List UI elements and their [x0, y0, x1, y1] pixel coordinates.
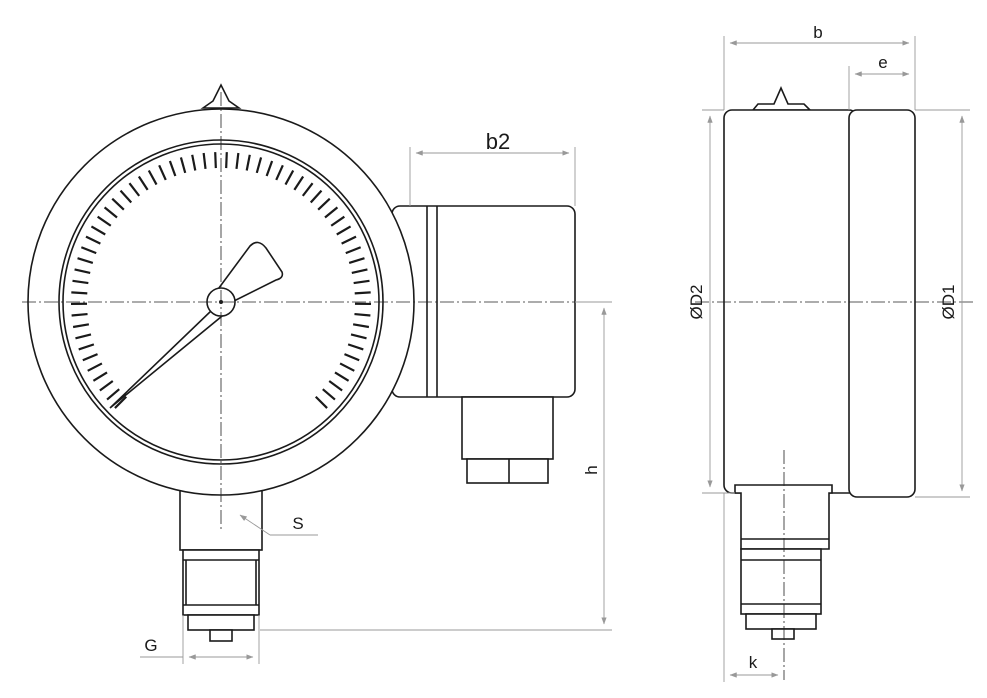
- process-connection: [179, 484, 263, 642]
- scale-tick: [119, 189, 133, 204]
- scale-tick: [82, 353, 98, 362]
- scale-tick: [339, 362, 355, 372]
- scale-tick: [75, 333, 92, 340]
- scale-tick: [80, 246, 97, 255]
- scale-tick: [92, 371, 108, 382]
- scale-tick: [158, 164, 167, 181]
- scale-tick: [147, 169, 158, 186]
- scale-tick: [114, 395, 128, 409]
- label-s: S: [292, 514, 303, 533]
- scale-tick: [322, 388, 336, 401]
- scale-tick: [347, 343, 364, 351]
- scale-tick: [103, 206, 118, 219]
- side-bezel-ring: [848, 109, 916, 498]
- scale-tick: [225, 152, 228, 169]
- scale-tick: [202, 152, 207, 170]
- scale-tick: [87, 362, 103, 372]
- scale-tick: [71, 291, 88, 295]
- scale-tick: [255, 157, 263, 174]
- label-b: b: [813, 23, 822, 42]
- scale-tick: [301, 182, 314, 197]
- scale-tick: [317, 197, 331, 211]
- side-vent-plug: [751, 86, 812, 111]
- scale-tick: [275, 164, 284, 181]
- scale-tick: [330, 215, 345, 227]
- scale-tick: [111, 197, 125, 211]
- dimension-g: G: [140, 615, 260, 664]
- dimension-b: b: [723, 23, 916, 110]
- gauge-pointer: [109, 241, 284, 409]
- scale-tick: [168, 160, 177, 177]
- scale-tick: [309, 189, 323, 204]
- side-process-connection: [734, 484, 833, 640]
- scale-tick: [314, 395, 328, 409]
- scale-tick: [97, 215, 112, 227]
- dimension-d1: ØD1: [915, 109, 970, 498]
- scale-tick: [354, 312, 371, 317]
- label-d2: ØD2: [687, 285, 706, 320]
- dial-scale-ticks: [70, 152, 372, 409]
- scale-tick: [235, 152, 240, 170]
- scale-tick: [344, 353, 360, 362]
- scale-tick: [78, 343, 95, 351]
- label-b2: b2: [486, 129, 510, 154]
- scale-tick: [72, 279, 89, 285]
- side-view: [695, 86, 975, 680]
- label-d1: ØD1: [939, 285, 958, 320]
- label-k: k: [749, 653, 758, 672]
- scale-tick: [74, 268, 91, 274]
- scale-tick: [106, 388, 120, 401]
- junction-box: [391, 205, 576, 484]
- scale-tick: [72, 323, 90, 329]
- scale-tick: [128, 182, 141, 197]
- dimension-s: S: [239, 514, 318, 536]
- scale-tick: [137, 175, 149, 191]
- scale-tick: [324, 206, 339, 219]
- scale-tick: [345, 246, 362, 255]
- dimension-e: e: [848, 53, 910, 110]
- scale-tick: [328, 380, 343, 392]
- scale-tick: [179, 157, 187, 174]
- scale-tick: [214, 152, 217, 169]
- label-h: h: [582, 465, 601, 474]
- scale-tick: [353, 279, 370, 285]
- scale-tick: [348, 257, 365, 264]
- front-view: [22, 83, 612, 642]
- scale-tick: [99, 380, 114, 392]
- scale-tick: [265, 160, 274, 177]
- scale-tick: [354, 291, 371, 295]
- scale-tick: [191, 154, 197, 171]
- dimension-d2: ØD2: [687, 109, 735, 494]
- scale-tick: [71, 312, 88, 317]
- label-g: G: [144, 636, 157, 655]
- scale-tick: [284, 169, 295, 186]
- scale-tick: [352, 323, 370, 329]
- scale-tick: [336, 225, 352, 236]
- scale-tick: [293, 175, 305, 191]
- scale-tick: [85, 235, 101, 245]
- dimension-b2: b2: [409, 129, 576, 206]
- scale-tick: [351, 268, 368, 274]
- dimension-h: h: [260, 301, 612, 631]
- scale-tick: [245, 154, 251, 171]
- scale-tick: [90, 225, 106, 236]
- scale-tick: [77, 257, 94, 264]
- scale-tick: [341, 235, 357, 245]
- dimension-k: k: [723, 493, 779, 682]
- scale-tick: [350, 333, 367, 340]
- side-case: [723, 109, 858, 494]
- label-e: e: [878, 53, 887, 72]
- scale-tick: [334, 371, 350, 382]
